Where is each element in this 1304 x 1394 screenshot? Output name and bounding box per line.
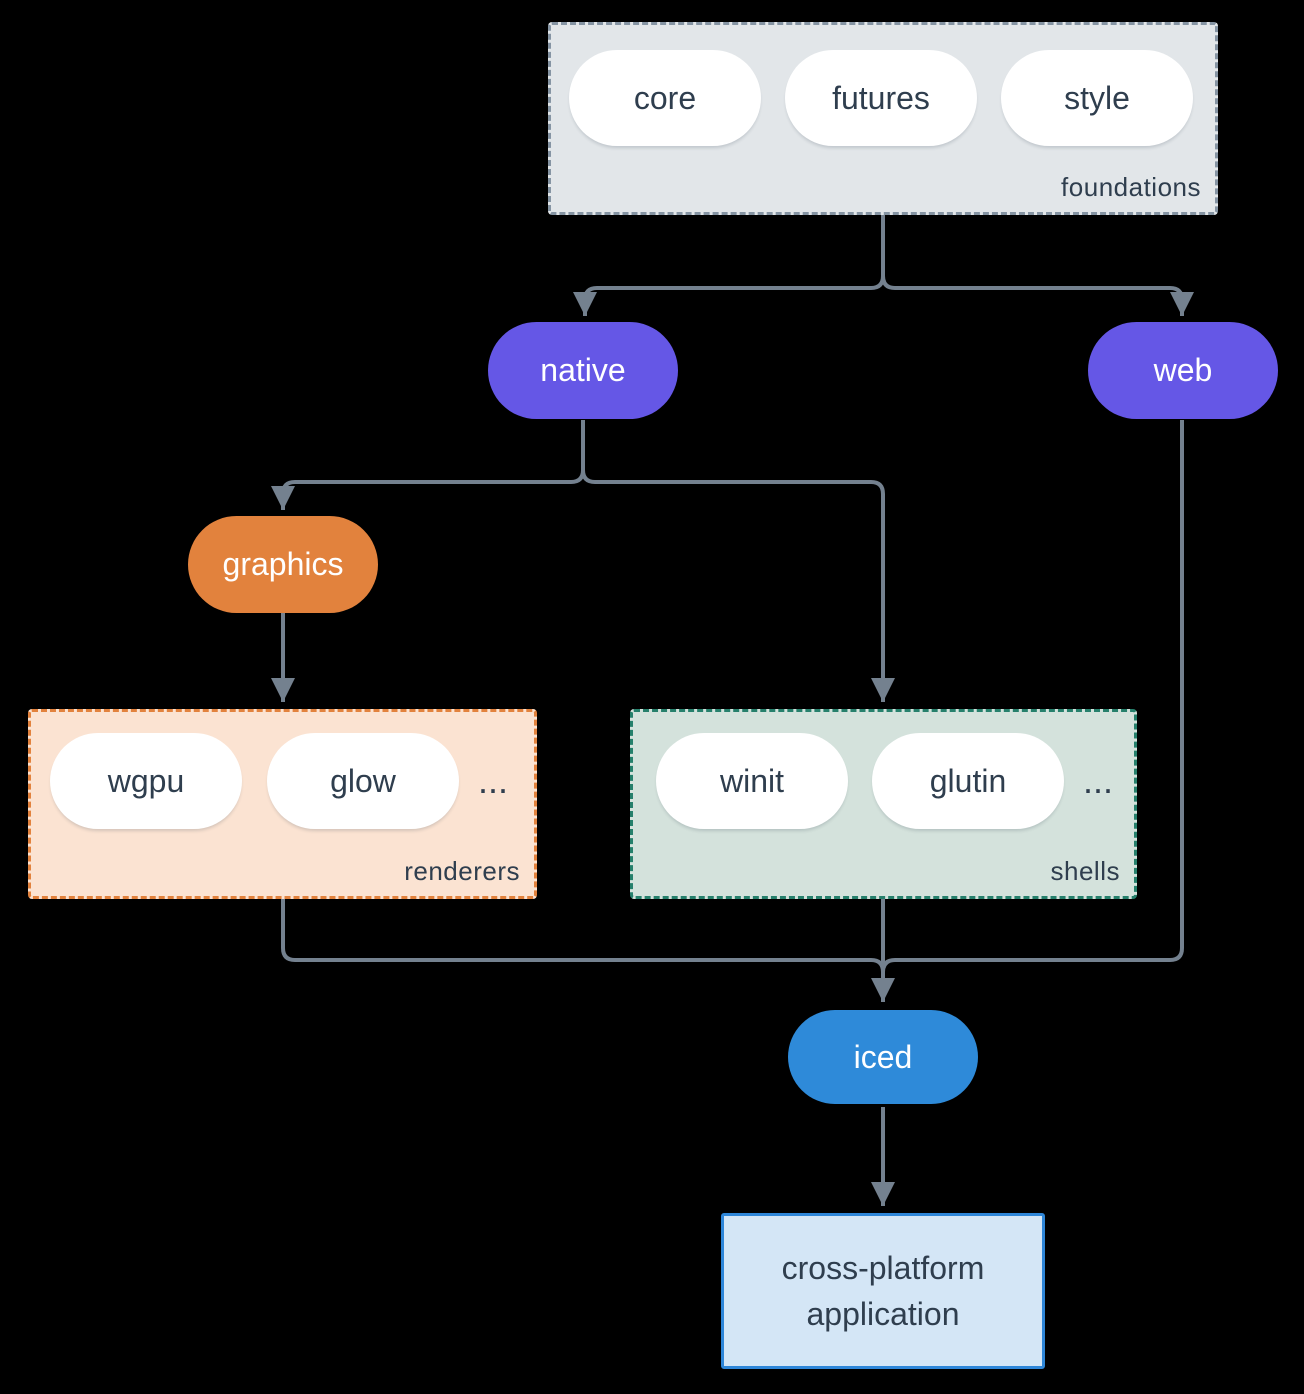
connector-foundations-native bbox=[573, 215, 885, 316]
pill-futures-label: futures bbox=[832, 79, 930, 116]
connector-native-graphics bbox=[271, 420, 585, 510]
pill-core-label: core bbox=[633, 79, 697, 116]
pill-style-label: style bbox=[1064, 79, 1130, 116]
renderers-group-label: renderers bbox=[404, 856, 520, 886]
pill-winit-label: winit bbox=[719, 762, 784, 799]
pill-style: style bbox=[1001, 50, 1193, 146]
pill-glutin-label: glutin bbox=[929, 762, 1007, 799]
graphics-node: graphics bbox=[188, 516, 378, 613]
renderers-group: wgpu glow ... renderers bbox=[28, 709, 537, 899]
pill-winit: winit bbox=[656, 733, 848, 829]
graphics-node-label: graphics bbox=[222, 546, 344, 582]
web-node: web bbox=[1088, 322, 1278, 419]
native-node-label: native bbox=[540, 352, 626, 388]
shells-ellipsis: ... bbox=[1082, 760, 1113, 801]
web-node-label: web bbox=[1153, 352, 1213, 388]
connector-renderers-iced bbox=[281, 899, 885, 973]
connector-foundations-web bbox=[881, 215, 1194, 316]
application-node-label: cross-platform application bbox=[781, 1250, 985, 1332]
renderers-ellipsis: ... bbox=[477, 760, 508, 801]
pill-glow-label: glow bbox=[330, 762, 396, 799]
pill-wgpu-label: wgpu bbox=[107, 762, 185, 799]
pill-wgpu: wgpu bbox=[50, 733, 242, 829]
pill-futures: futures bbox=[785, 50, 977, 146]
pill-glow: glow bbox=[267, 733, 459, 829]
shells-group: winit glutin ... shells bbox=[630, 709, 1137, 899]
foundations-group-label: foundations bbox=[1061, 172, 1201, 202]
pill-core: core bbox=[569, 50, 761, 146]
application-node: cross-platform application bbox=[721, 1213, 1045, 1369]
native-node: native bbox=[488, 322, 678, 419]
connector-native-shells bbox=[581, 420, 895, 702]
iced-node: iced bbox=[788, 1010, 978, 1104]
foundations-group: core futures style foundations bbox=[548, 22, 1218, 215]
shells-group-label: shells bbox=[1050, 856, 1120, 886]
pill-glutin: glutin bbox=[872, 733, 1064, 829]
iced-node-label: iced bbox=[853, 1038, 913, 1075]
